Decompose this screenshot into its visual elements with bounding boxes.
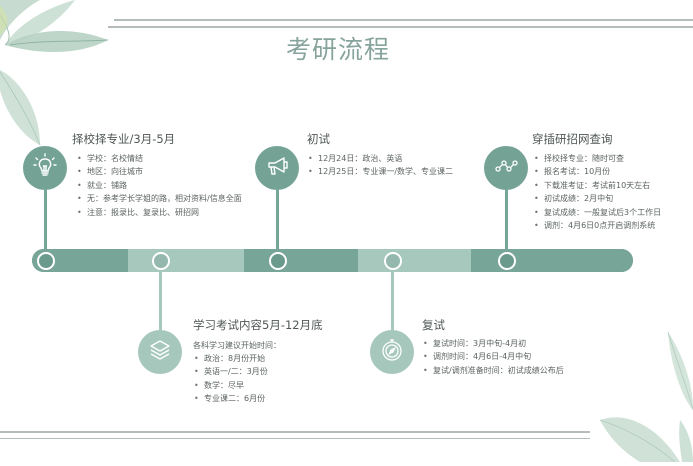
list-item: 注意：报录比、复录比、研招网 <box>76 206 242 220</box>
list-item: 12月24日：政治、英语 <box>307 152 453 166</box>
stage-3-icon-circle <box>255 146 299 190</box>
layers-icon <box>146 336 174 368</box>
timeline-node-2[interactable] <box>152 252 170 270</box>
bottom-rule-1 <box>0 431 590 433</box>
list-item: 复试成绩：一般复试后3个工作日 <box>533 206 661 220</box>
compass-icon <box>378 336 406 368</box>
list-item: 调剂：4月6日0点开启调剂系统 <box>533 219 661 233</box>
list-item: 初试成绩：2月中旬 <box>533 192 661 206</box>
stage-4-list: 复试时间：3月中旬-4月初 调剂时间：4月6日-4月中旬 复试/调剂准备时间：初… <box>422 337 564 378</box>
list-item: 专业课二：6月份 <box>193 392 268 406</box>
list-item: 政治：8月份开始 <box>193 352 268 366</box>
leaf-decoration-top-left <box>0 0 110 150</box>
list-item: 12月25日：专业课一/数学、专业课二 <box>307 165 453 179</box>
line-chart-icon <box>492 152 520 184</box>
list-item: 调剂时间：4月6日-4月中旬 <box>422 350 564 364</box>
timeline-segment-3 <box>244 249 358 272</box>
timeline-node-1[interactable] <box>37 252 55 270</box>
stem-stage-3 <box>276 190 279 252</box>
list-item: 报名考试：10月份 <box>533 165 661 179</box>
list-item: 择校择专业：随时可查 <box>533 152 661 166</box>
stem-stage-5 <box>505 190 508 252</box>
stage-4-title: 复试 <box>422 318 445 332</box>
timeline-segment-1 <box>32 249 128 272</box>
stage-2-title: 学习考试内容5月-12月底 <box>193 318 323 332</box>
list-item: 就业：铺路 <box>76 179 242 193</box>
page-title: 考研流程 <box>286 35 391 64</box>
bottom-rule-2 <box>0 438 590 439</box>
list-item: 地区：向往城市 <box>76 165 242 179</box>
stem-stage-1 <box>44 190 47 252</box>
stage-1-title: 择校择专业/3月-5月 <box>72 132 176 146</box>
stage-2-icon-circle <box>138 330 182 374</box>
stage-1-icon-circle <box>23 146 67 190</box>
stem-stage-2 <box>159 268 162 330</box>
stage-5-icon-circle <box>484 146 528 190</box>
list-item: 无：参考学长学姐的路，相对资料/信息全面 <box>76 192 242 206</box>
list-item: 学校：名校情结 <box>76 152 242 166</box>
stage-2-subhead: 各科学习建议开始时间： <box>193 341 281 350</box>
megaphone-icon <box>263 152 291 184</box>
list-item: 复试时间：3月中旬-4月初 <box>422 337 564 351</box>
timeline-bar <box>32 249 633 272</box>
list-item: 英语一/二：3月份 <box>193 365 268 379</box>
list-item: 复试/调剂准备时间：初试成绩公布后 <box>422 364 564 378</box>
timeline-node-5[interactable] <box>498 252 516 270</box>
timeline-segment-4 <box>358 249 471 272</box>
top-rule-1 <box>114 19 693 21</box>
timeline-node-3[interactable] <box>269 252 287 270</box>
list-item: 下载准考证：考试前10天左右 <box>533 179 661 193</box>
stage-2-list: 政治：8月份开始 英语一/二：3月份 数学：尽早 专业课二：6月份 <box>193 352 268 406</box>
stage-3-list: 12月24日：政治、英语 12月25日：专业课一/数学、专业课二 <box>307 152 453 179</box>
leaf-decoration-bottom-right <box>599 320 693 463</box>
stage-3-title: 初试 <box>307 132 330 146</box>
list-item: 数学：尽早 <box>193 379 268 393</box>
top-rule-2 <box>108 26 693 28</box>
timeline-node-4[interactable] <box>384 252 402 270</box>
stage-5-title: 穿插研招网查询 <box>532 132 613 146</box>
stage-1-list: 学校：名校情结 地区：向往城市 就业：铺路 无：参考学长学姐的路，相对资料/信息… <box>76 152 242 219</box>
lightbulb-icon <box>31 152 59 184</box>
timeline-segment-2 <box>128 249 244 272</box>
stage-4-icon-circle <box>370 330 414 374</box>
stage-5-list: 择校择专业：随时可查 报名考试：10月份 下载准考证：考试前10天左右 初试成绩… <box>533 152 661 233</box>
stem-stage-4 <box>391 268 394 330</box>
timeline-segment-5 <box>471 249 633 272</box>
